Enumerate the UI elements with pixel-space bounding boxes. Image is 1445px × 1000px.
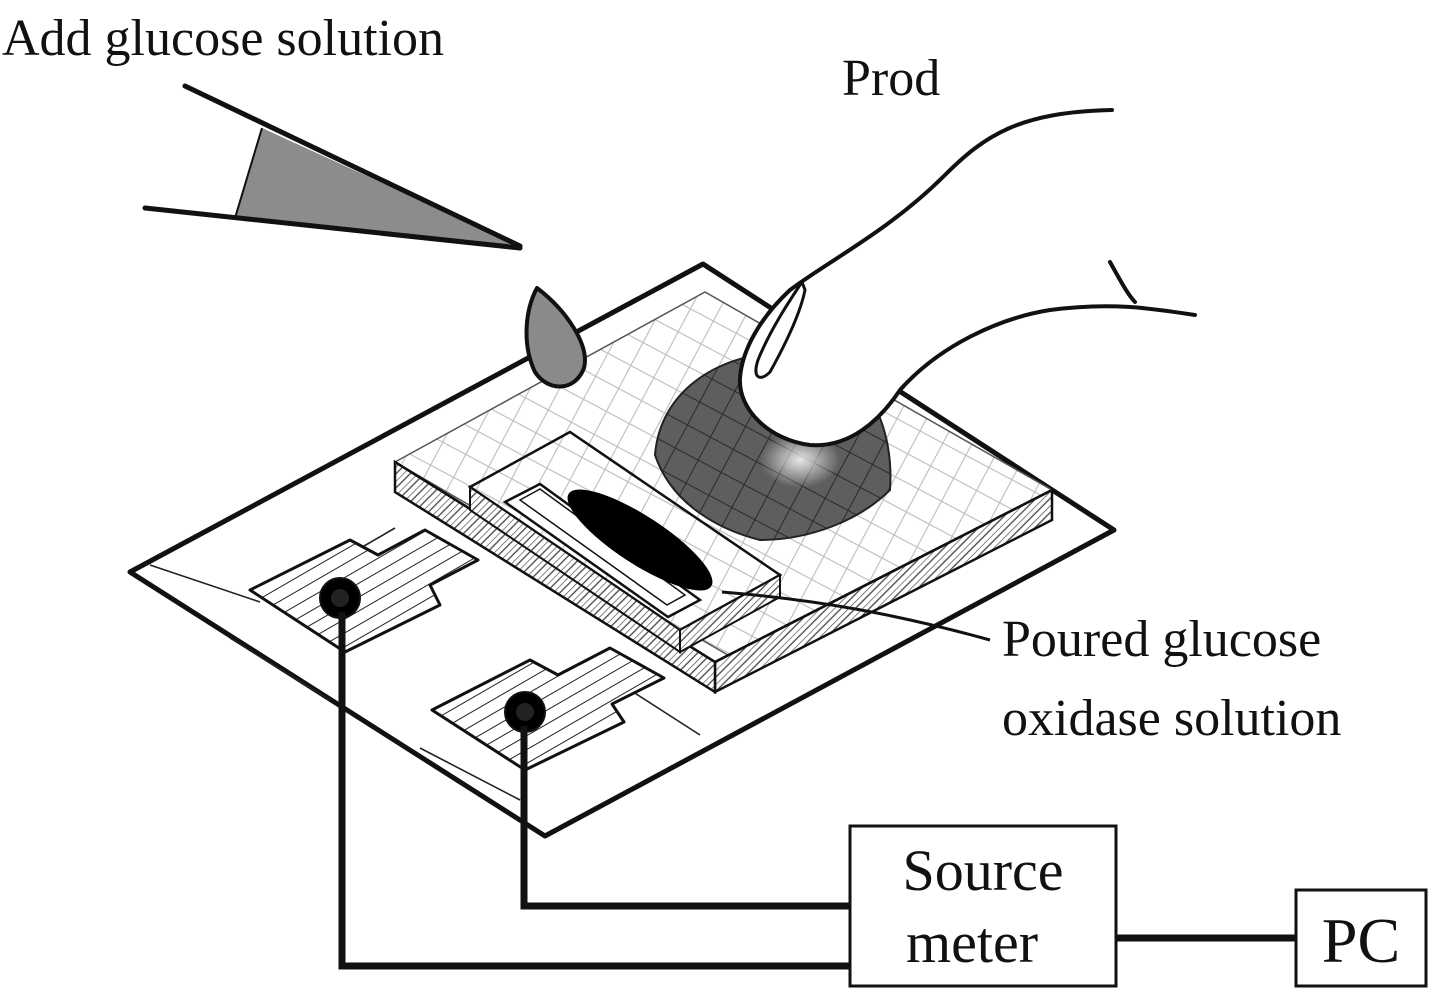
label-poured-line2: oxidase solution (1002, 690, 1341, 747)
leader-line (721, 590, 991, 642)
label-meter: meter (906, 910, 1038, 975)
glucose-droplet (524, 286, 587, 389)
pipette (142, 83, 523, 251)
electrode-pad-left (248, 528, 480, 654)
wire-left (338, 612, 850, 970)
label-source: Source (902, 838, 1063, 903)
sensor-chip (393, 459, 1054, 695)
wire-right (520, 726, 850, 910)
label-add-glucose: Add glucose solution (2, 10, 444, 67)
fingernail (754, 280, 807, 379)
label-poured-line1: Poured glucose (1002, 611, 1321, 668)
substrate-traces (149, 527, 701, 801)
finger-prod (737, 108, 1197, 448)
electrode-pad-right (430, 646, 666, 772)
pc-box (1294, 888, 1428, 988)
source-meter-box (848, 824, 1118, 988)
label-prod: Prod (842, 50, 940, 107)
glucose-oxidase-drop (567, 489, 713, 591)
label-pc: PC (1322, 905, 1400, 976)
